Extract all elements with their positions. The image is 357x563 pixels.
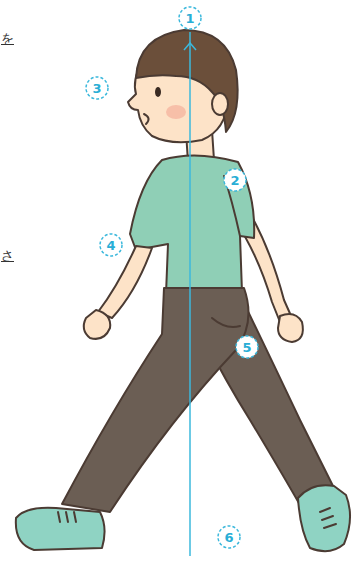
mouth: [144, 114, 149, 124]
back-shoe: [298, 485, 350, 551]
text-fragment: を: [1, 30, 14, 48]
callout-number: 4: [99, 233, 123, 257]
callout-circle: 3: [85, 76, 109, 100]
dashed-circle: [86, 77, 108, 99]
dashed-circle: [100, 234, 122, 256]
callout-circle: 2: [223, 168, 247, 192]
shoe-laces: [58, 512, 76, 522]
blush: [166, 105, 186, 119]
callout-circle: 5: [235, 335, 259, 359]
dashed-circle: [224, 169, 246, 191]
callout-number: 5: [235, 335, 259, 359]
callout-circle: 4: [99, 233, 123, 257]
callout-circle: 1: [178, 6, 202, 30]
callout-number: 6: [217, 525, 241, 549]
front-shoe: [16, 508, 105, 550]
callout-circle: 6: [217, 525, 241, 549]
pants-fold: [212, 318, 240, 327]
callout-number: 1: [178, 6, 202, 30]
callout-number: 2: [223, 168, 247, 192]
dashed-circle: [179, 7, 201, 29]
text-fragment: さ: [1, 247, 14, 265]
ear: [212, 93, 228, 115]
front-leg: [62, 288, 249, 512]
axis-arrowhead: [184, 43, 196, 50]
dashed-circle: [236, 336, 258, 358]
front-hand: [84, 310, 110, 339]
dashed-circle: [218, 526, 240, 548]
back-hand: [278, 314, 303, 342]
hair: [136, 30, 238, 132]
front-arm: [98, 246, 152, 318]
shirt: [130, 155, 254, 294]
shoe-laces: [320, 508, 336, 528]
eye: [155, 87, 161, 97]
axis-line: [189, 32, 191, 556]
callout-number: 3: [85, 76, 109, 100]
